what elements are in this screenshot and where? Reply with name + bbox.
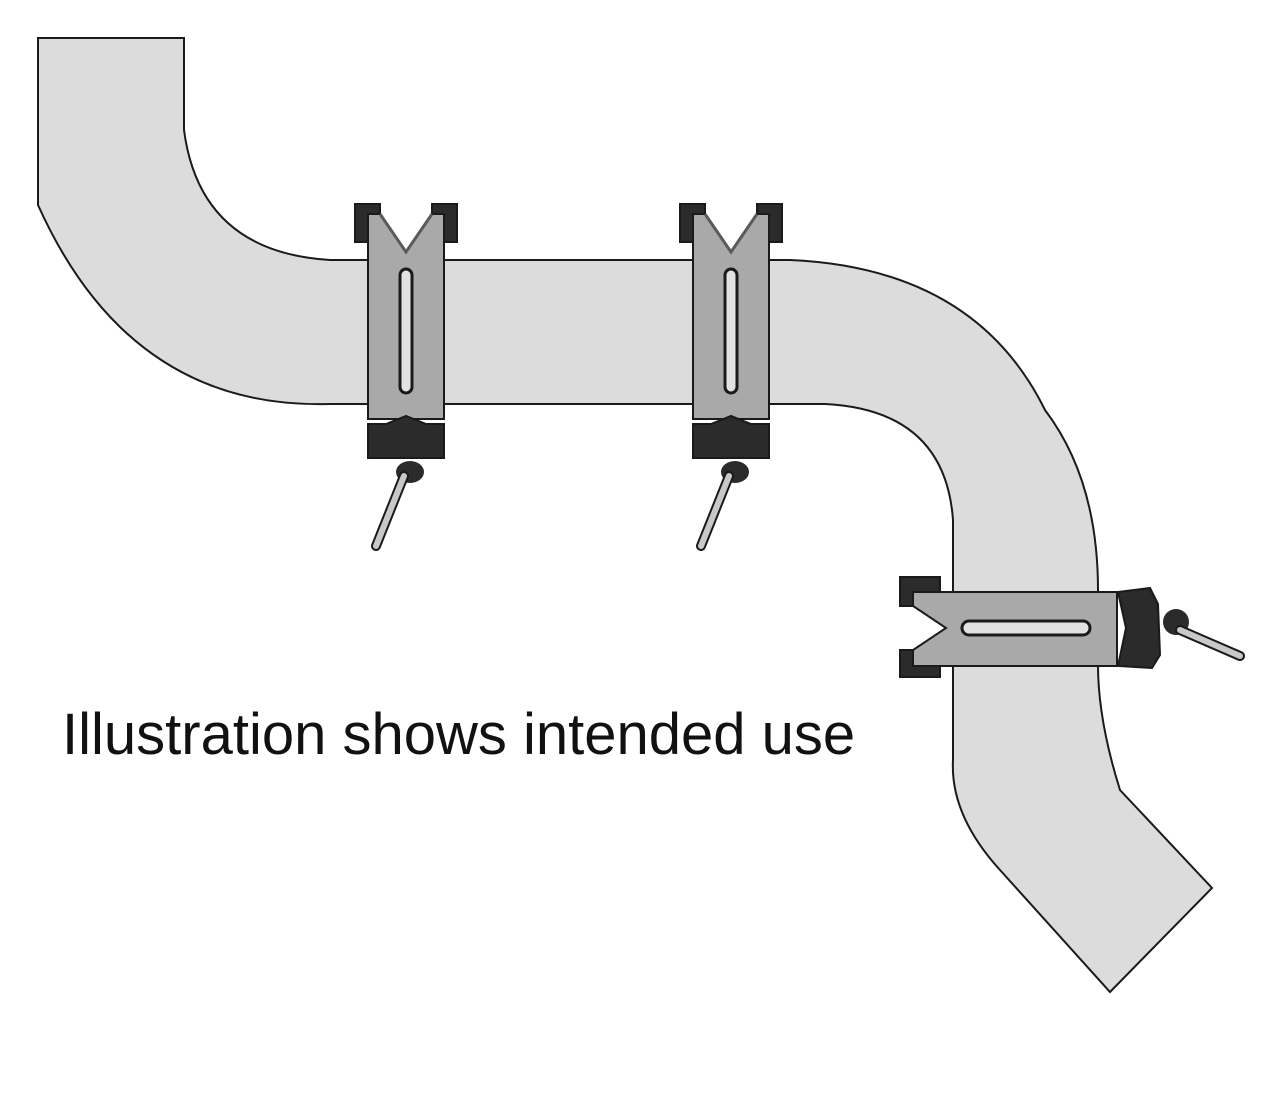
pipe-clamp-3 xyxy=(899,576,1245,678)
pipe-section xyxy=(37,37,1214,994)
pipe-clamp-1 xyxy=(355,204,457,546)
pipe-clamp-2 xyxy=(680,204,782,546)
caption-text: Illustration shows intended use xyxy=(62,702,856,767)
